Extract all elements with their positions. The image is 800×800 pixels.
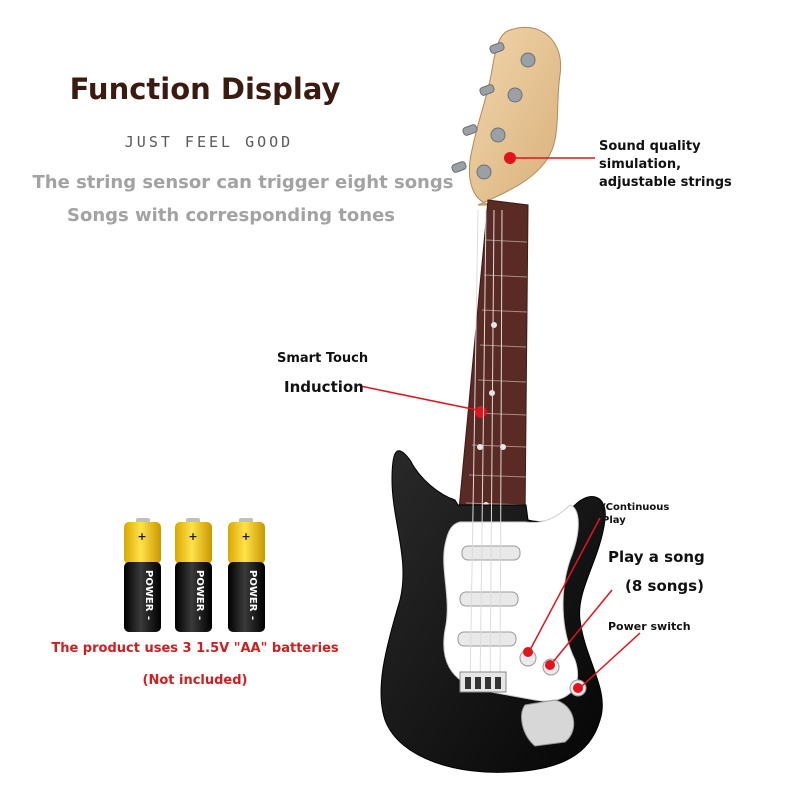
song-count-callout: (8 songs) (625, 577, 704, 595)
battery-minus: - (143, 616, 154, 620)
battery-minus: - (194, 616, 205, 620)
battery-2: + POWER - (175, 518, 212, 632)
power-switch-callout: Power switch (608, 620, 691, 633)
battery-plus: + (137, 530, 146, 543)
description-line-2: Songs with corresponding tones (67, 205, 395, 226)
bridge (459, 671, 507, 693)
battery-note: The product uses 3 1.5V "AA" batteries (51, 641, 339, 656)
description-line-1: The string sensor can trigger eight song… (32, 172, 454, 193)
page-title: Function Display (69, 72, 341, 106)
battery-power-label: POWER (143, 570, 154, 612)
pickups (457, 545, 521, 647)
smart-touch-callout: Smart Touch (277, 351, 369, 366)
play-song-callout: Play a song (608, 548, 705, 566)
play-song-dot (545, 660, 555, 670)
battery-minus: - (247, 616, 258, 620)
callout-lines (359, 157, 641, 687)
battery-plus: + (188, 530, 197, 543)
battery-1: + POWER - (124, 518, 161, 632)
tuning-pegs (451, 42, 536, 180)
tagline: JUST FEEL GOOD (124, 133, 294, 151)
power-switch-dot (573, 683, 583, 693)
battery-power-label: POWER (247, 570, 258, 612)
sound-quality-dot (504, 152, 516, 164)
battery-plus: + (241, 530, 250, 543)
smart-touch-dot (475, 406, 487, 418)
battery-power-label: POWER (194, 570, 205, 612)
headstock (451, 26, 562, 206)
battery-3: + POWER - (228, 518, 265, 632)
battery-not-included: (Not included) (142, 673, 248, 688)
guitar-body (380, 209, 606, 773)
induction-callout: Induction (284, 378, 364, 396)
continuous-play-callout: /Continuous Play (602, 502, 670, 526)
output-jack (521, 699, 575, 747)
sound-quality-callout: Sound quality simulation, adjustable str… (599, 139, 732, 190)
batteries: + POWER - + POWER - + POWER - (124, 518, 265, 632)
